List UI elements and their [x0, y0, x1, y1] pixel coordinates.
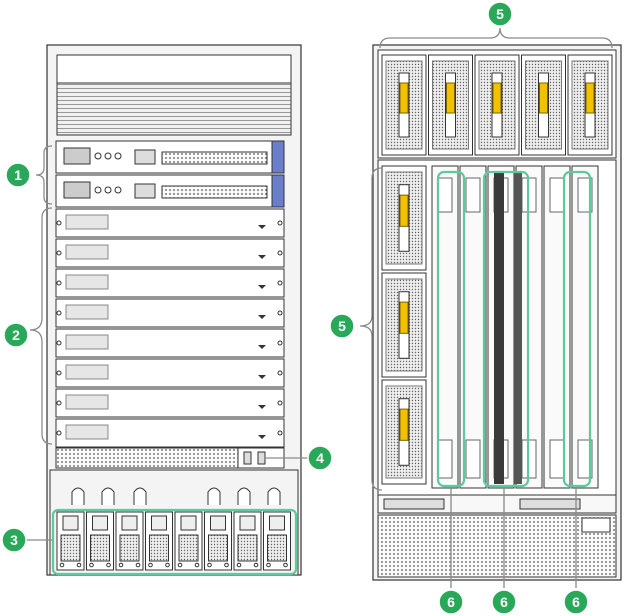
callout-6: 6	[438, 589, 464, 615]
fan-tray	[567, 54, 613, 156]
lpu-slot	[55, 298, 285, 328]
power-supply-module	[204, 511, 232, 571]
fan-tray	[381, 54, 427, 156]
fan-tray	[428, 54, 473, 156]
front-view-chassis	[46, 44, 302, 576]
callout-6: 6	[563, 589, 589, 615]
callout-2: 2	[3, 322, 29, 348]
bracket-fan-side	[359, 167, 383, 491]
callout-circle-icon	[438, 589, 464, 615]
power-cord-clip	[207, 487, 221, 505]
callout-label: 6	[500, 594, 508, 610]
callout-circle-icon	[491, 589, 517, 615]
mpu-slot	[55, 140, 285, 174]
fan-handle-icon	[492, 82, 502, 114]
fan-tray	[474, 54, 520, 156]
bracket-lpu	[29, 207, 53, 445]
callout-label: 3	[10, 532, 18, 548]
fabric-card	[494, 172, 504, 484]
fan-handle-icon	[539, 82, 548, 114]
callout-circle-icon	[5, 162, 31, 188]
rear-bottom-vent	[377, 514, 617, 578]
fan-handle-icon	[399, 301, 409, 334]
fan-handle-icon	[446, 82, 455, 114]
callout-circle-icon	[487, 1, 513, 27]
callout-label: 6	[447, 594, 455, 610]
switch-fabric-slot	[431, 165, 459, 489]
callout-1: 1	[5, 162, 31, 188]
callout-circle-icon	[1, 527, 27, 553]
fan-handle-icon	[399, 194, 409, 227]
fan-handle-icon	[399, 408, 409, 441]
callout-circle-icon	[307, 445, 333, 471]
fabric-highlight	[482, 170, 530, 488]
fan-tray	[381, 165, 427, 271]
callout-4: 4	[307, 445, 333, 471]
front-bottom-vent	[55, 447, 239, 469]
bracket-mpu	[35, 145, 53, 205]
callout-label: 2	[12, 327, 20, 343]
lpu-slot	[55, 358, 285, 388]
power-supply-module	[86, 511, 114, 571]
callout-circle-icon	[563, 589, 589, 615]
power-supply-module	[233, 511, 262, 571]
callout-3: 3	[1, 527, 27, 553]
callout-label: 5	[496, 6, 504, 22]
power-supply-module	[263, 511, 291, 571]
power-supply-module	[145, 511, 173, 571]
power-cord-clip	[133, 487, 147, 505]
fan-tray	[521, 54, 566, 156]
fan-handle-icon	[585, 82, 595, 114]
mpu-slot	[55, 174, 285, 208]
fan-tray	[381, 379, 427, 485]
power-supply-module	[115, 511, 144, 571]
power-cord-clip	[101, 487, 115, 505]
front-top-grille	[56, 82, 292, 136]
psu-highlight	[51, 508, 298, 576]
lpu-slot	[55, 418, 285, 448]
fabric-highlight	[436, 170, 466, 488]
switch-fabric-slot	[543, 165, 571, 489]
callout-5: 5	[487, 1, 513, 27]
rear-view-chassis	[372, 44, 622, 581]
bracket-fan-top	[379, 27, 613, 49]
power-cord-clip	[71, 487, 85, 505]
switch-fabric-slot	[571, 165, 599, 489]
fabric-highlight	[562, 170, 592, 488]
callout-label: 1	[14, 167, 22, 183]
callout-label: 5	[338, 318, 346, 334]
fan-handle-icon	[399, 82, 409, 114]
power-cord-clip	[267, 487, 281, 505]
fan-tray	[381, 272, 427, 378]
power-supply-module	[174, 511, 203, 571]
lpu-slot	[55, 268, 285, 298]
callout-label: 6	[572, 594, 580, 610]
lpu-slot	[55, 388, 285, 418]
callout-circle-icon	[3, 322, 29, 348]
power-supply-module	[56, 511, 85, 571]
callout-6: 6	[491, 589, 517, 615]
front-top-air-vent	[56, 54, 292, 84]
callout-circle-icon	[329, 313, 355, 339]
lpu-slot	[55, 208, 285, 238]
power-cord-clip	[237, 487, 251, 505]
callout-5: 5	[329, 313, 355, 339]
lpu-slot	[55, 238, 285, 268]
callout-label: 4	[316, 450, 324, 466]
lpu-slot	[55, 328, 285, 358]
